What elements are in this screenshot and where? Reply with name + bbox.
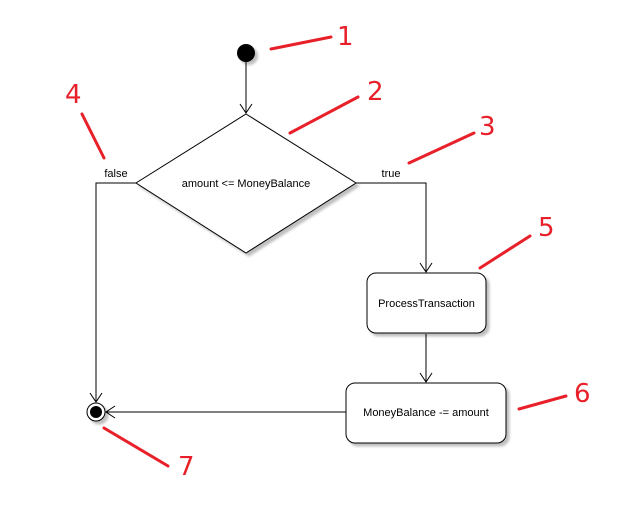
arrowhead-icon: [89, 392, 103, 403]
guard-false-label: false: [104, 168, 127, 180]
decision-node[interactable]: amount <= MoneyBalance: [135, 113, 357, 254]
arrowhead-icon: [239, 103, 253, 114]
callout-line-6: [517, 394, 568, 411]
edge-true-branch: [356, 182, 427, 272]
callout-number-1: 1: [337, 22, 354, 52]
decision-diamond[interactable]: [135, 113, 357, 254]
callout-number-2: 2: [367, 77, 384, 107]
action-label: ProcessTransaction: [378, 298, 475, 310]
callouts: 1 2 3 4 5 6 7: [65, 22, 591, 482]
guard-true-label: true: [382, 168, 401, 180]
callout-line-4: [80, 112, 106, 160]
callout-line-7: [102, 426, 170, 468]
final-node[interactable]: [86, 402, 106, 422]
action-process-transaction[interactable]: ProcessTransaction: [366, 272, 487, 334]
callout-number-7: 7: [178, 452, 195, 482]
action-box[interactable]: [345, 382, 507, 444]
final-node-dot: [90, 406, 102, 418]
callout-number-3: 3: [479, 112, 496, 142]
callout-number-6: 6: [574, 379, 591, 409]
arrowhead-icon: [419, 372, 433, 383]
callout-line-5: [478, 234, 532, 270]
callout-line-2: [288, 95, 360, 135]
callout-number-4: 4: [65, 80, 82, 110]
edges: [89, 62, 433, 419]
callout-number-5: 5: [538, 213, 555, 243]
arrowhead-icon: [105, 405, 116, 419]
callout-line-3: [407, 131, 476, 165]
action-box[interactable]: [366, 272, 487, 334]
arrowhead-icon: [419, 262, 433, 273]
edge-false-branch: [95, 182, 136, 402]
callout-line-1: [269, 35, 333, 51]
decision-condition: amount <= MoneyBalance: [182, 178, 310, 190]
action-label: MoneyBalance -= amount: [363, 407, 489, 419]
action-update-balance[interactable]: MoneyBalance -= amount: [345, 382, 507, 444]
initial-node[interactable]: [237, 44, 255, 62]
